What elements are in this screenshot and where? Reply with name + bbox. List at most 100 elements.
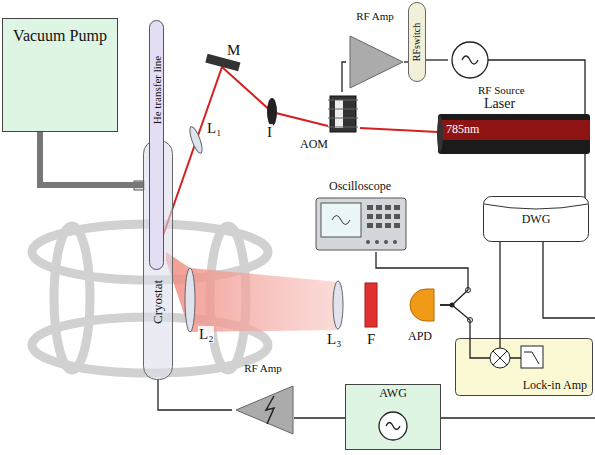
mixer-cross xyxy=(493,351,507,365)
part-label: M xyxy=(226,42,241,59)
aom-device: AOM xyxy=(300,92,360,154)
part-label: L₂ xyxy=(198,326,214,343)
scope-body xyxy=(316,198,406,250)
lens-symbol xyxy=(187,125,204,154)
node-label: Lock-in Amp xyxy=(523,379,587,393)
rf-source: RF Source xyxy=(448,38,548,102)
aom-crystal xyxy=(335,100,343,128)
vacuum-hose xyxy=(40,132,143,185)
laser-source: Laser 785nm xyxy=(438,96,592,156)
node-sublabel: 785nm xyxy=(446,123,479,137)
laser-body xyxy=(438,114,590,154)
switch-outline xyxy=(409,3,426,82)
sine-symbol xyxy=(462,56,478,64)
mixer-symbol xyxy=(490,348,510,368)
rf-amplifier: RF Amp xyxy=(346,10,404,90)
signal-wire xyxy=(158,380,232,410)
scope-button xyxy=(394,223,400,228)
amplifier-triangle xyxy=(236,386,293,434)
scope-button xyxy=(394,205,400,210)
aom-ridge xyxy=(328,109,358,110)
rf-switch: RFswitch xyxy=(408,2,426,82)
laser-beam xyxy=(360,128,438,132)
scope-jack xyxy=(366,240,370,244)
scope-jack xyxy=(384,240,388,244)
vacuum-pump-box: Vacuum Pump xyxy=(2,18,118,132)
source-symbol xyxy=(452,42,488,78)
scope-button xyxy=(385,214,391,219)
photodiode: APD xyxy=(400,286,440,348)
node-label: DWG xyxy=(483,213,589,227)
sample xyxy=(152,244,164,256)
oscilloscope: Oscilloscope xyxy=(310,180,410,252)
scope-jack xyxy=(375,240,379,244)
source-symbol xyxy=(379,412,407,440)
laser-aperture xyxy=(437,116,443,152)
coil-ring xyxy=(54,226,90,370)
node-label: RFswitch xyxy=(411,23,423,61)
node-label: Oscilloscope xyxy=(310,180,410,194)
scope-button xyxy=(367,205,373,210)
fluorescence-beam xyxy=(166,252,338,332)
amplifier-triangle xyxy=(350,36,403,88)
iris-symbol xyxy=(267,98,277,126)
lock-in-outline xyxy=(456,339,593,396)
laser-band xyxy=(438,120,590,140)
cryostat-outline xyxy=(144,141,173,380)
part-label: L₃ xyxy=(326,331,342,348)
node-label: Laser xyxy=(484,96,515,112)
scope-button xyxy=(376,223,382,228)
wire xyxy=(488,59,548,60)
wire xyxy=(427,417,595,418)
signal-wire xyxy=(294,417,345,418)
lightning-symbol xyxy=(266,396,274,424)
filter-symbol xyxy=(365,283,377,327)
node-label: He transfer line xyxy=(150,56,163,124)
lock-in-amplifier: Lock-in Amp xyxy=(455,338,593,396)
lowpass-symbol xyxy=(521,346,543,368)
laser-beam xyxy=(158,67,328,250)
scope-button xyxy=(367,223,373,228)
apd-dome xyxy=(410,289,434,321)
node-label: RF Source xyxy=(478,84,525,97)
scope-button xyxy=(376,214,382,219)
sine-symbol xyxy=(332,216,350,225)
signal-wire xyxy=(440,305,470,338)
aom-ridge xyxy=(328,127,358,128)
awg-outline xyxy=(346,385,441,450)
node-label: AWG xyxy=(345,387,441,401)
lens-symbol xyxy=(185,268,195,332)
node-label: RF Amp xyxy=(232,362,294,375)
scope-button xyxy=(376,205,382,210)
signal-wire xyxy=(342,62,346,92)
rf-amplifier: RF Amp xyxy=(232,362,294,436)
lens-symbol xyxy=(333,281,343,329)
scope-button xyxy=(385,223,391,228)
part-label: L₁ xyxy=(206,120,222,137)
transfer-line-tube: He transfer line xyxy=(149,20,164,270)
wire xyxy=(543,242,595,318)
node-label: Vacuum Pump xyxy=(12,26,108,45)
scope-button xyxy=(367,214,373,219)
node-label: AOM xyxy=(300,138,328,152)
scope-jack xyxy=(393,240,397,244)
awg-generator: AWG xyxy=(345,384,441,450)
part-label: F xyxy=(366,331,376,348)
signal-wire xyxy=(499,242,500,338)
node-label: Cryostat xyxy=(151,280,166,324)
scope-button xyxy=(385,205,391,210)
box-outline xyxy=(3,19,118,132)
scope-screen xyxy=(321,203,361,237)
dwg-top xyxy=(484,204,588,209)
aom-ridge xyxy=(328,118,358,119)
lowpass-curve xyxy=(524,352,539,364)
signal-wire xyxy=(426,59,448,60)
part-label: I xyxy=(266,124,273,141)
sine-symbol xyxy=(386,423,400,430)
signal-wire xyxy=(404,61,408,62)
aom-ridge xyxy=(328,100,358,101)
scope-button xyxy=(394,214,400,219)
tube-outline xyxy=(150,21,164,270)
node-label: RF Amp xyxy=(346,10,404,23)
